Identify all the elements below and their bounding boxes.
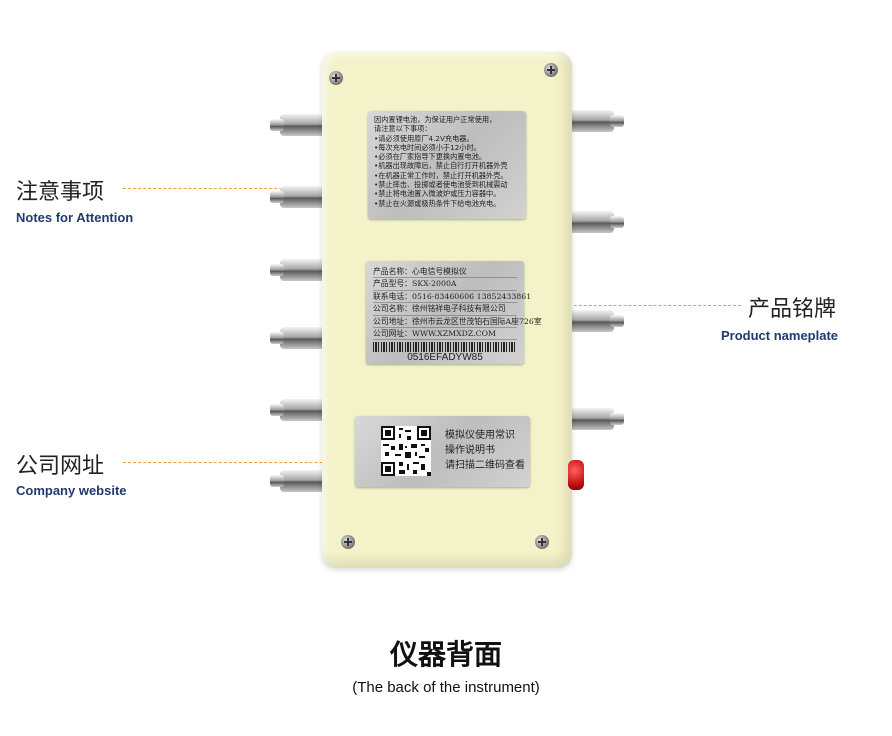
nameplate-line: 联系电话：0516-83460606 13852433861 <box>373 291 531 304</box>
nameplate-line: 公司地址：徐州市云龙区世茂铂石国际A座726室 <box>373 316 542 329</box>
red-button <box>568 460 584 490</box>
plate-notes: 因内置锂电池，为保证用户正常使用， 请注意以下事项： •请必须使用原厂4.2V充… <box>368 111 526 219</box>
terminal-right-4 <box>568 408 624 430</box>
plate-notes-line: •禁止将电池置入微波炉或压力容器中。 <box>374 189 501 199</box>
terminal-left-3 <box>270 259 326 281</box>
callout-attention-en: Notes for Attention <box>16 210 134 225</box>
plate-notes-line: 因内置锂电池，为保证用户正常使用， <box>374 115 497 124</box>
callout-nameplate-line <box>519 305 741 306</box>
callout-nameplate-en: Product nameplate <box>721 328 839 343</box>
plate-notes-line: •每次充电时间必须小于12小时。 <box>374 142 481 152</box>
nameplate-line: 公司网址：WWW.XZMXDZ.COM <box>373 328 517 341</box>
plate-notes-line: •请必须使用原厂4.2V充电器。 <box>374 133 474 143</box>
caption-en: (The back of the instrument) <box>352 679 540 696</box>
website-plate-line: 模拟仪使用常识 <box>445 430 515 441</box>
barcode <box>373 342 517 353</box>
callout-website-en: Company website <box>16 483 127 498</box>
callout-website-cn: 公司网址 <box>16 453 105 478</box>
serial-number: 0516EFADYW85 <box>407 352 483 364</box>
plate-nameplate: 产品名称：心电信号模拟仪 产品型号：SKX-2000A 联系电话：0516-83… <box>366 261 542 364</box>
plate-notes-line: •机器出现故障后，禁止自行打开机器外壳 <box>374 161 508 171</box>
plate-notes-line: •必须在厂家指导下更换内置电池。 <box>374 152 487 162</box>
callout-nameplate-cn: 产品铭牌 <box>748 296 837 321</box>
callout-website-line <box>123 462 368 463</box>
nameplate-line: 产品型号：SKX-2000A <box>373 278 517 291</box>
plate-website: 模拟仪使用常识 操作说明书 请扫描二维码查看 <box>355 416 530 487</box>
screw-icon <box>544 63 558 77</box>
caption-cn: 仪器背面 <box>389 639 502 670</box>
qr-code-icon <box>381 426 431 476</box>
callout-attention-cn: 注意事项 <box>16 179 105 204</box>
nameplate-line: 产品名称：心电信号模拟仪 <box>373 266 517 279</box>
screw-icon <box>341 535 355 549</box>
terminal-left-5 <box>270 399 326 421</box>
terminal-left-1 <box>270 114 326 136</box>
terminal-right-1 <box>568 110 624 132</box>
screw-icon <box>535 535 549 549</box>
terminal-right-3 <box>568 310 624 332</box>
plate-notes-line: •禁止在火源或极热条件下给电池充电。 <box>374 198 501 208</box>
terminal-right-2 <box>568 211 624 233</box>
screw-icon <box>329 71 343 85</box>
terminal-left-2 <box>270 186 326 208</box>
website-plate-line: 操作说明书 <box>445 445 495 456</box>
plate-notes-line: •在机器正常工作时，禁止打开机器外壳。 <box>374 170 508 180</box>
terminal-left-6 <box>270 470 326 492</box>
nameplate-line: 公司名称：徐州铭祥电子科技有限公司 <box>373 303 517 316</box>
plate-notes-line: 请注意以下事项： <box>374 124 432 134</box>
website-plate-text: 模拟仪使用常识 操作说明书 请扫描二维码查看 <box>445 428 525 473</box>
website-plate-line: 请扫描二维码查看 <box>445 460 525 471</box>
plate-notes-line: •禁止摔击、投掷或者使电池受到机械震动 <box>374 180 508 190</box>
callout-attention-line <box>123 188 368 189</box>
terminal-left-4 <box>270 327 326 349</box>
